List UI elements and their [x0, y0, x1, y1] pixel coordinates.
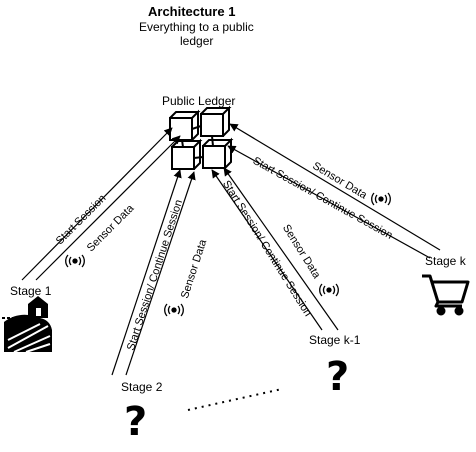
diagram-subtitle-line1: Everything to a public [139, 20, 254, 34]
blockchain-icon [169, 105, 234, 170]
wireless-signal-icon [319, 283, 339, 297]
question-mark-icon: ? [326, 354, 350, 400]
arrow-stagek-start-continue [227, 145, 431, 259]
dotted-continuation [187, 388, 283, 411]
arrow-stagek-sensor-data [229, 123, 441, 251]
arrow-stage1-start-session [21, 127, 173, 281]
question-mark-icon: ? [124, 399, 148, 445]
stage1-label: Stage 1 [10, 284, 52, 298]
diagram-title: Architecture 1 [148, 4, 236, 19]
arrow-stage2-sensor-data [125, 171, 196, 376]
diagram-subtitle-line2: ledger [180, 34, 214, 48]
stage2-label: Stage 2 [121, 380, 163, 394]
arrow-stagek1-start-continue [211, 169, 323, 331]
edges-stagek1 [211, 167, 339, 331]
arrow-stagek1-sensor-data [223, 167, 339, 331]
farm-icon [2, 296, 52, 353]
shopping-cart-icon [422, 274, 470, 316]
wireless-signal-icon [371, 192, 391, 206]
edges-stage2 [111, 169, 196, 376]
wireless-signal-icon [164, 303, 184, 317]
wireless-signal-icon [65, 254, 85, 268]
stagek-label: Stage k [425, 254, 466, 268]
edges-stagek [227, 123, 441, 259]
public-ledger-label: Public Ledger [162, 94, 236, 108]
stagek1-label: Stage k-1 [309, 333, 361, 347]
arrow-stage1-sensor-data [35, 135, 181, 281]
edges-stage1 [21, 127, 181, 281]
arrow-stage2-start-continue [111, 169, 182, 376]
